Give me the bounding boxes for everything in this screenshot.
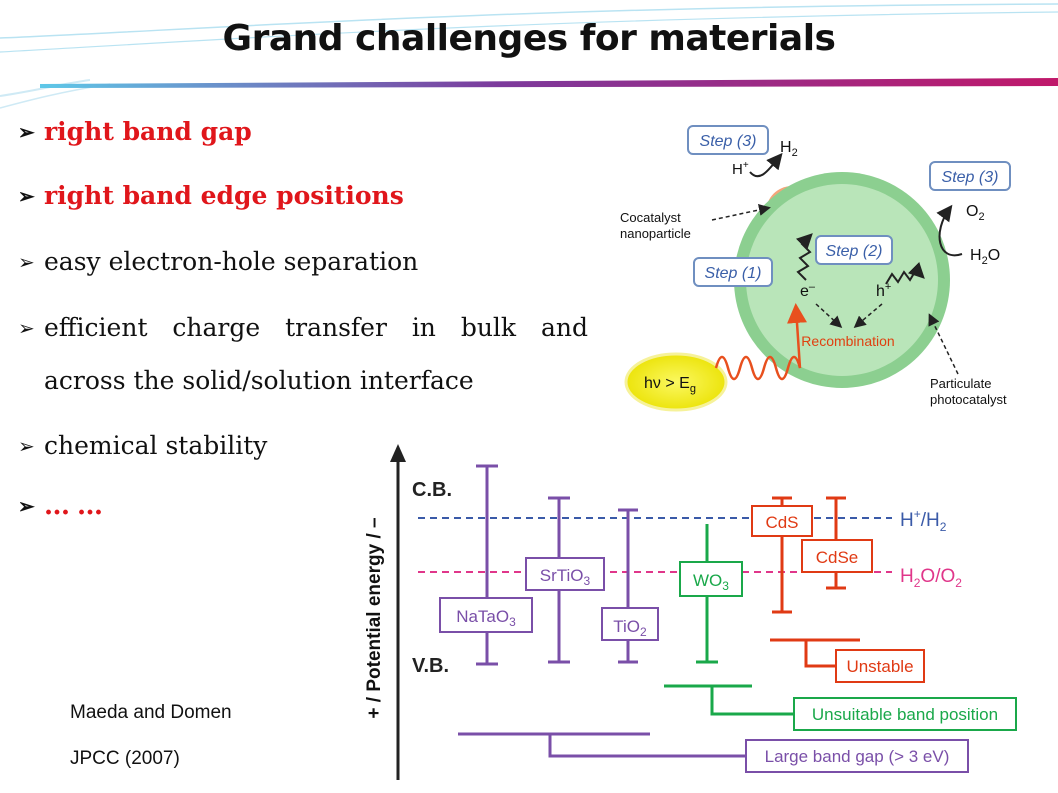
natao3-label: NaTaO3: [456, 607, 516, 629]
wo3-label: WO3: [693, 571, 729, 593]
bullet-text: easy electron-hole separation: [44, 247, 419, 276]
electron-label: e: [800, 283, 809, 300]
bullet-text: ……: [44, 491, 110, 521]
photon-energy-label: hν > E: [644, 375, 690, 392]
reference-authors: Maeda and Domen: [70, 702, 232, 723]
bullet-charge-transfer: ➢ efficient charge transfer in bulk and …: [18, 300, 588, 410]
bullet-arrow-icon: ➢: [18, 250, 35, 274]
step1-label: Step (1): [705, 265, 762, 282]
h2o-text: H: [970, 247, 982, 264]
bullet-text: right band gap: [44, 117, 252, 146]
h-level-label: H+/H2: [900, 507, 947, 534]
step1-box: [693, 257, 773, 287]
large-gap-label: Large band gap (> 3 eV): [765, 747, 950, 766]
y-axis-label: + / Potential energy / –: [364, 517, 385, 718]
step2-box: [815, 235, 893, 265]
large-gap-bracket: [458, 732, 746, 758]
bullet-arrow-icon: ➢: [18, 434, 35, 458]
unsuitable-bracket: [664, 684, 794, 716]
bullet-ellipsis: ➢ ……: [18, 478, 588, 534]
srtio3-band: [525, 496, 605, 664]
particulate-label-2: photocatalyst: [930, 392, 1007, 407]
unstable-box: [835, 649, 925, 683]
tio2-label: TiO2: [613, 617, 647, 639]
cocatalyst-label: Cocatalyst: [620, 210, 681, 225]
bullet-stability: ➢ chemical stability: [18, 418, 588, 474]
svg-text:hν > Eg: hν > Eg: [644, 375, 696, 395]
svg-text:H2O: H2O: [970, 247, 1000, 267]
step3-o2-box: [929, 161, 1011, 191]
unsuitable-label: Unsuitable band position: [812, 705, 998, 724]
step3-o2-label: Step (3): [942, 169, 999, 186]
cds-label: CdS: [765, 513, 798, 532]
photocatalysis-diagram: Step (3) H2 H+ Step (3) O2 H2O Cocatalys…: [620, 125, 1011, 412]
bullet-arrow-icon: ➢: [18, 316, 35, 340]
vb-label: V.B.: [412, 655, 449, 677]
cds-band: [751, 496, 813, 614]
page-title: Grand challenges for materials: [222, 18, 836, 59]
unstable-label: Unstable: [846, 657, 913, 676]
bullet-right-band-gap: ➢ right band gap: [18, 104, 588, 160]
cocatalyst-label-2: nanoparticle: [620, 226, 691, 241]
bullet-text-continuation: across the solid/solution interface: [44, 366, 474, 395]
h2-text: H: [780, 139, 792, 156]
srtio3-label: SrTiO3: [540, 566, 591, 588]
cdse-band: [801, 496, 873, 590]
particulate-label: Particulate: [930, 376, 991, 391]
wo3-band: [679, 524, 743, 664]
bullet-text: right band edge positions: [44, 181, 404, 210]
bullet-arrow-icon: ➢: [18, 494, 42, 518]
hole-label: h: [876, 283, 885, 300]
bullet-arrow-icon: ➢: [18, 120, 35, 144]
large-gap-box: [745, 739, 969, 773]
cdse-label: CdSe: [816, 548, 859, 567]
svg-text:e–: e–: [800, 281, 816, 300]
bullet-band-edge: ➢ right band edge positions: [18, 168, 588, 224]
o-level-label: H2O/O2: [900, 566, 962, 590]
light-wave-icon: [714, 303, 807, 381]
svg-text:H2: H2: [780, 139, 798, 159]
step2-label: Step (2): [826, 243, 883, 260]
bullet-arrow-icon: ➢: [18, 184, 35, 208]
reference-journal: JPCC (2007): [70, 748, 180, 769]
photon-ellipse: [624, 352, 728, 412]
title-decoration: [0, 3, 1058, 109]
unsuitable-box: [793, 697, 1017, 731]
svg-text:h+: h+: [876, 281, 891, 300]
o2-text: O: [966, 203, 978, 220]
bullet-list: ➢ right band gap ➢ right band edge posit…: [18, 104, 588, 534]
tio2-band: [601, 508, 659, 664]
step3-h2-box: [687, 125, 769, 155]
natao3-band: [439, 464, 533, 666]
band-diagram: + / Potential energy / – C.B. V.B. H+/H2…: [364, 444, 1017, 780]
svg-text:H+: H+: [732, 160, 749, 178]
recombination-label: Recombination: [801, 333, 894, 349]
bullet-separation: ➢ easy electron-hole separation: [18, 234, 588, 290]
cb-label: C.B.: [412, 479, 452, 501]
svg-text:O2: O2: [966, 203, 985, 223]
h-plus-text: H: [732, 161, 743, 178]
bullet-text: chemical stability: [44, 431, 268, 460]
bullet-text: efficient charge transfer in bulk and: [44, 313, 588, 342]
step3-h2-label: Step (3): [700, 133, 757, 150]
unstable-bracket: [770, 638, 860, 668]
